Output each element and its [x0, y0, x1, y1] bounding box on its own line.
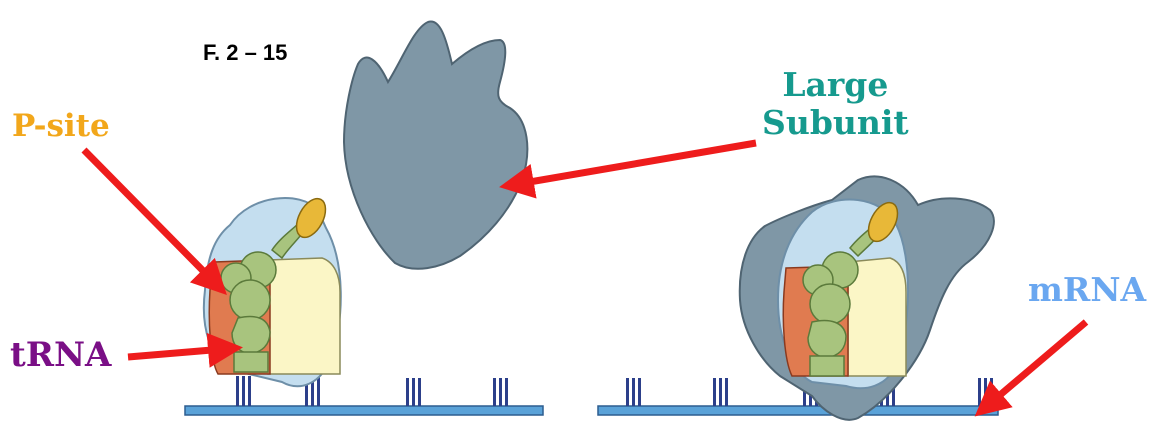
codon-left-1 [236, 376, 251, 406]
arrow-large-subunit [506, 143, 756, 186]
codon-left-3 [406, 378, 421, 406]
codon-left-4 [493, 378, 508, 406]
small-subunit-left [204, 194, 341, 386]
figure-number: F. 2 – 15 [203, 40, 287, 66]
label-large-subunit: Large Subunit [762, 66, 909, 142]
large-subunit [344, 21, 527, 268]
mrna-strand-left [185, 406, 543, 415]
codon-right-2 [713, 378, 728, 406]
label-large-subunit-line2: Subunit [762, 104, 909, 142]
label-large-subunit-line1: Large [762, 66, 909, 104]
codon-right-1 [626, 378, 641, 406]
a-site-region [268, 258, 340, 374]
label-trna: tRNA [10, 335, 111, 375]
arrow-p-site [84, 150, 222, 290]
label-p-site: P-site [12, 108, 110, 144]
label-mrna: mRNA [1028, 270, 1146, 309]
arrow-mrna [980, 322, 1086, 412]
ribosome-assembled [740, 176, 994, 419]
mrna-strand-right [598, 406, 998, 415]
